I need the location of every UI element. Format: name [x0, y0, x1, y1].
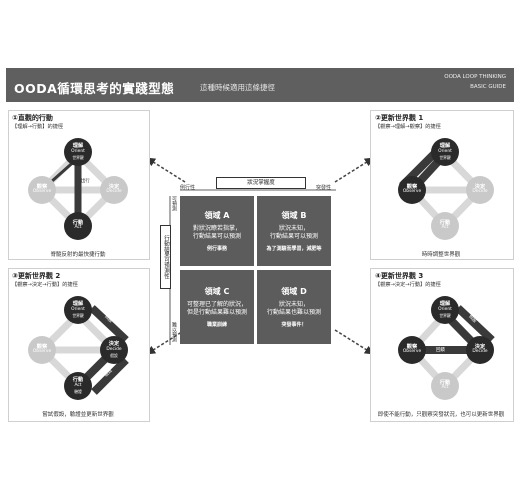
header-bar: [6, 68, 514, 102]
panel-2-subtitle: 【觀察→理解→觀察】的捷徑: [375, 124, 441, 130]
quadrant-c: 領域 C 可整理已了解的狀況， 但是行動結果難以預測 職業訓練: [180, 270, 254, 344]
panel-4-title: ④更新世界觀 3: [375, 272, 424, 280]
panel-3-subtitle: 【觀察→決定→行動】的捷徑: [12, 282, 78, 288]
quadrant-a: 領域 A 對狀況瞭若指掌， 行動結果可以預測 例行事務: [180, 196, 254, 266]
panel-4-tag-2: 回饋: [436, 348, 445, 353]
top-axis-label: 狀況掌握度: [216, 177, 306, 189]
panel-4-footer: 即使不能行動，只觀察突發狀況，也可以更新世界觀: [377, 412, 505, 418]
english-title-line2: BASIC GUIDE: [470, 84, 506, 90]
left-axis-bottom-label: 難以預測: [171, 322, 177, 342]
panel-2-title: ②更新世界觀 1: [375, 114, 424, 122]
page-title: OODA循環思考的實踐型態: [14, 81, 175, 96]
arrow-to-panel-1: [146, 157, 186, 183]
quadrant-d: 領域 D 狀況未知， 行動結果也難以預測 突發事件！: [257, 270, 331, 344]
quadrant-b: 領域 B 狀況未知， 行動結果可以預測 為了測驗而學習，減肥等: [257, 196, 331, 266]
top-axis-right-label: 突發性: [316, 185, 332, 191]
panel-1-title: ①直觀的行動: [12, 114, 53, 122]
panel-3-title: ③更新世界觀 2: [12, 272, 61, 280]
panel-1-footer: 脊髓反射的最快捷行動: [50, 252, 106, 258]
left-axis-top-label: 可預測: [171, 196, 177, 211]
top-axis-left-label: 例行性: [180, 185, 196, 191]
panel-1-tag: 出行: [81, 179, 90, 184]
arrow-to-panel-3: [146, 329, 186, 355]
left-axis-label: 行動結果可預測性: [160, 225, 171, 289]
panel-2-footer: 時時調整世界觀: [421, 252, 461, 258]
arrow-to-panel-4: [334, 329, 374, 355]
panel-1-subtitle: 【理解→行動】的捷徑: [12, 124, 64, 130]
panel-3-footer: 嘗試假設，驗證並更新世界觀: [42, 412, 114, 418]
panel-4-subtitle: 【觀察→決定→行動】的捷徑: [375, 282, 441, 288]
english-title-line1: OODA LOOP THINKING: [444, 74, 506, 80]
arrow-to-panel-2: [334, 157, 374, 183]
page-subtitle: 這種時候適用這條捷徑: [200, 83, 275, 92]
